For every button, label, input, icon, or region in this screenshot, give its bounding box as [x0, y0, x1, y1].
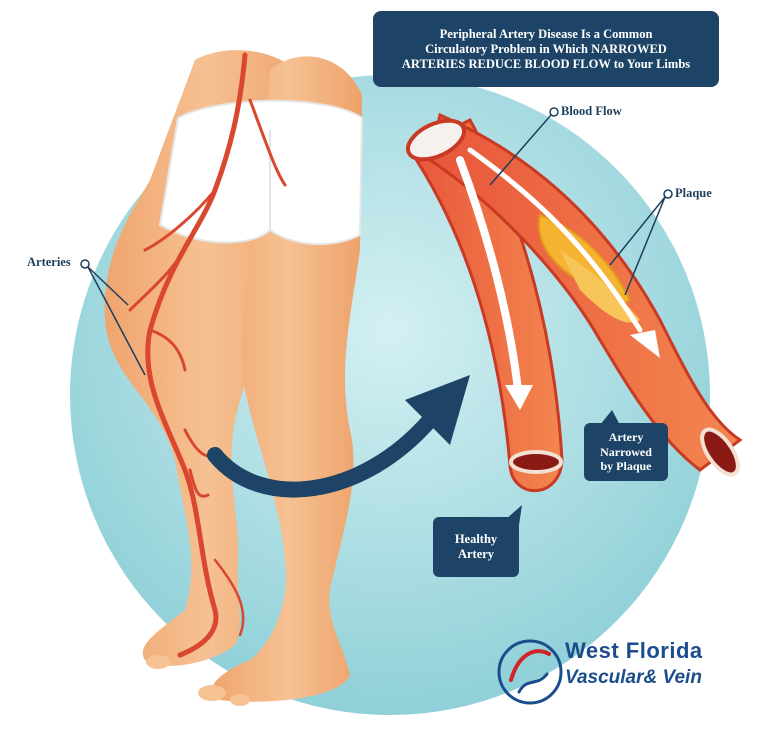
- logo-line-1: West Florida: [565, 638, 703, 663]
- narrowed-line-1: Artery: [608, 430, 644, 445]
- narrowed-artery-opening: [700, 427, 740, 477]
- narrowed-line-3: by Plaque: [600, 459, 652, 474]
- artery-top-opening: [405, 118, 467, 162]
- logo-mark: [497, 639, 563, 705]
- arteries-label: Arteries: [27, 255, 71, 269]
- legs: [104, 50, 364, 706]
- flow-arrow-head: [405, 375, 470, 445]
- blood-flow-label: Blood Flow: [561, 104, 622, 118]
- title-box: Peripheral Artery Disease Is a Common Ci…: [373, 11, 719, 87]
- healthy-artery-callout: Healthy Artery: [433, 517, 519, 577]
- leg-arteries: [128, 52, 287, 658]
- title-line-3: ARTERIES REDUCE BLOOD FLOW to Your Limbs: [401, 56, 691, 71]
- healthy-artery-opening: [509, 450, 563, 474]
- flow-arrow: [207, 412, 438, 498]
- plaque-label: Plaque: [675, 186, 712, 200]
- shorts: [158, 99, 364, 246]
- title-line-2: Circulatory Problem in Which NARROWED: [425, 41, 667, 56]
- healthy-line-2: Artery: [457, 547, 495, 561]
- title-line-1: Peripheral Artery Disease Is a Common: [439, 26, 653, 41]
- narrowed-artery-callout: Artery Narrowed by Plaque: [584, 423, 668, 481]
- narrowed-line-2: Narrowed: [600, 444, 652, 459]
- leader-lines: [80, 107, 673, 376]
- artery-cross-section: [405, 112, 743, 493]
- brand-logo: West Florida Vascular& Vein: [497, 632, 737, 712]
- healthy-line-1: Healthy: [454, 532, 498, 546]
- logo-line-2: Vascular& Vein: [565, 667, 702, 688]
